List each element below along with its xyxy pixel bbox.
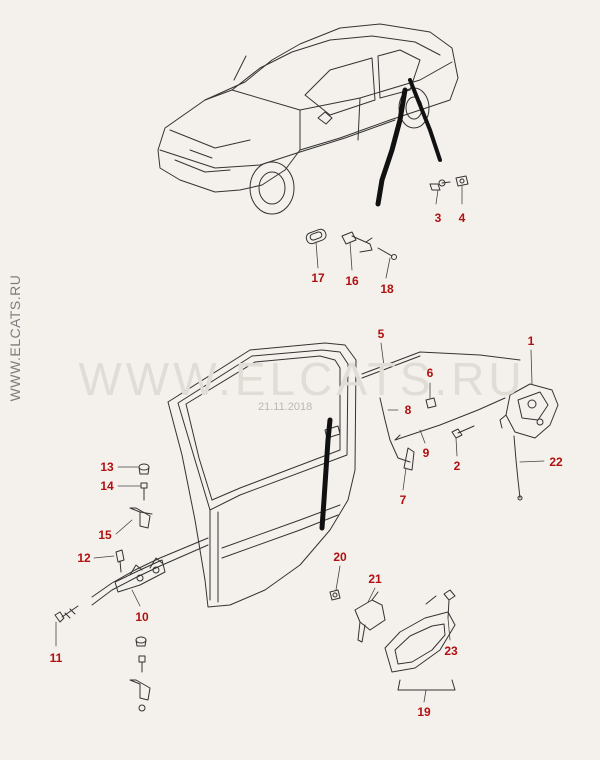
door-check-part-10 [91,537,209,606]
callout-7: 7 [399,493,407,507]
bracket-part-15 [129,507,153,529]
bolt-part-2 [451,425,475,439]
switch-part-16 [341,231,373,253]
handle-part-19 [384,611,456,691]
rear-door-panel [167,342,357,608]
callout-5: 5 [377,327,385,341]
lock-rod-part-5 [361,351,521,379]
nut-part-4 [455,175,469,187]
callout-23: 23 [444,644,458,658]
bolt-part-14 [140,482,148,501]
callout-2: 2 [453,459,461,473]
nut-part-20 [329,589,341,601]
callout-3: 3 [434,211,442,225]
screw-part-18 [377,247,397,260]
callout-11: 11 [49,651,63,665]
callout-18: 18 [380,282,394,296]
car-seal-strip [375,87,408,207]
bolt-part-11 [54,605,79,623]
callout-17: 17 [311,271,325,285]
date-watermark: 21.11.2018 [258,401,313,413]
callout-21: 21 [368,572,382,586]
pin-part-12 [115,549,125,573]
door-seal-strip [319,417,333,531]
bracket-part-21 [354,591,386,643]
side-watermark: WWW.ELCATS.RU [7,274,23,402]
rod-part-7 [379,397,415,471]
rod-part-22 [513,435,523,501]
cap-part-13 [138,463,150,475]
screw-part-23 [425,589,456,619]
callout-20: 20 [333,550,347,564]
callout-13: 13 [100,460,114,474]
callout-19: 19 [417,705,431,719]
rod-part-9 [394,397,506,441]
callout-14: 14 [100,479,114,493]
callout-6: 6 [426,366,434,380]
grommet-part-17 [305,228,327,245]
callout-10: 10 [135,610,149,624]
hinge-lower [129,636,151,712]
callout-12: 12 [77,551,91,565]
callout-15: 15 [98,528,112,542]
callout-1: 1 [527,334,535,348]
center-watermark: WWW.ELCATS.RU [78,353,526,405]
callout-22: 22 [549,455,563,469]
callout-4: 4 [458,211,466,225]
car-seal-strip-2 [408,78,442,162]
leader-lines [55,185,545,703]
car-illustration [157,23,459,215]
callout-9: 9 [422,446,430,460]
callout-8: 8 [404,403,412,417]
lock-assembly-part-1 [499,383,559,439]
callout-16: 16 [345,274,359,288]
clip-part-6 [425,397,437,409]
bolt-part-3 [429,179,451,191]
